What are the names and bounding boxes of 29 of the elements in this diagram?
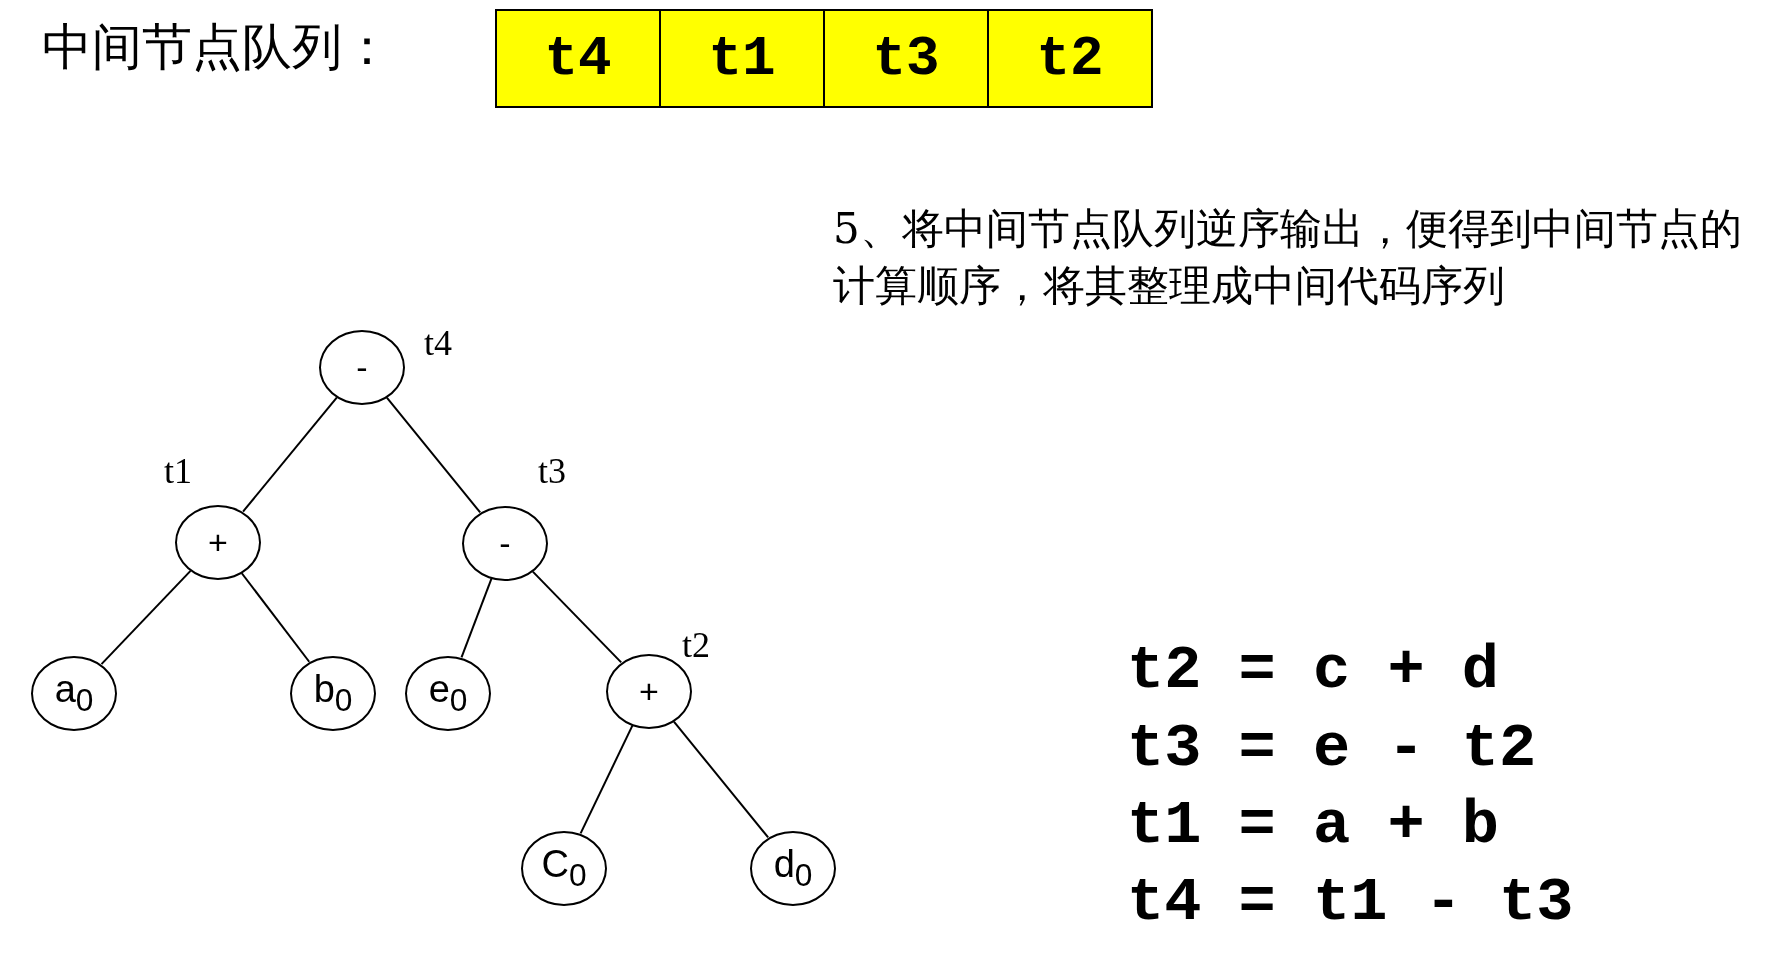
tree-node-ellipse: C$_{0}$ <box>521 830 607 906</box>
code-line: t1 = a + b <box>1127 795 1500 857</box>
queue-cell: t2 <box>987 9 1153 108</box>
paragraph: 5、将中间节点队列逆序输出，便得到中间节点的计算顺序，将其整理成中间代码序列 <box>833 203 1743 312</box>
code-line: t3 = e - t2 <box>1127 718 1537 780</box>
tree-edge <box>100 569 192 666</box>
tree-edge <box>531 570 623 664</box>
heading: 中间节点队列： <box>42 17 392 78</box>
queue-cell: t4 <box>495 9 661 108</box>
node-label: t1 <box>164 450 192 492</box>
queue-cell: t1 <box>659 9 825 108</box>
tree-node-ellipse: - <box>319 329 405 405</box>
tree-edge <box>385 396 482 514</box>
code-line: t2 = c + d <box>1127 640 1500 702</box>
code-line: t4 = t1 - t3 <box>1127 872 1574 934</box>
tree-node-ellipse: d$_{0}$ <box>750 830 836 906</box>
node-label: t3 <box>538 450 566 492</box>
tree-edge <box>672 720 770 839</box>
tree-node-ellipse: + <box>175 504 261 580</box>
tree-node-ellipse: a$_{0}$ <box>31 655 117 731</box>
tree-edge <box>240 572 311 663</box>
tree-node-ellipse: b$_{0}$ <box>290 655 376 731</box>
queue-cell: t3 <box>823 9 989 108</box>
tree-edge <box>579 724 634 835</box>
tree-edge <box>460 577 493 659</box>
tree-node-ellipse: e$_{0}$ <box>405 655 491 731</box>
node-label: t4 <box>424 322 452 364</box>
tree-edge <box>242 396 338 513</box>
tree-node-ellipse: - <box>462 505 548 581</box>
